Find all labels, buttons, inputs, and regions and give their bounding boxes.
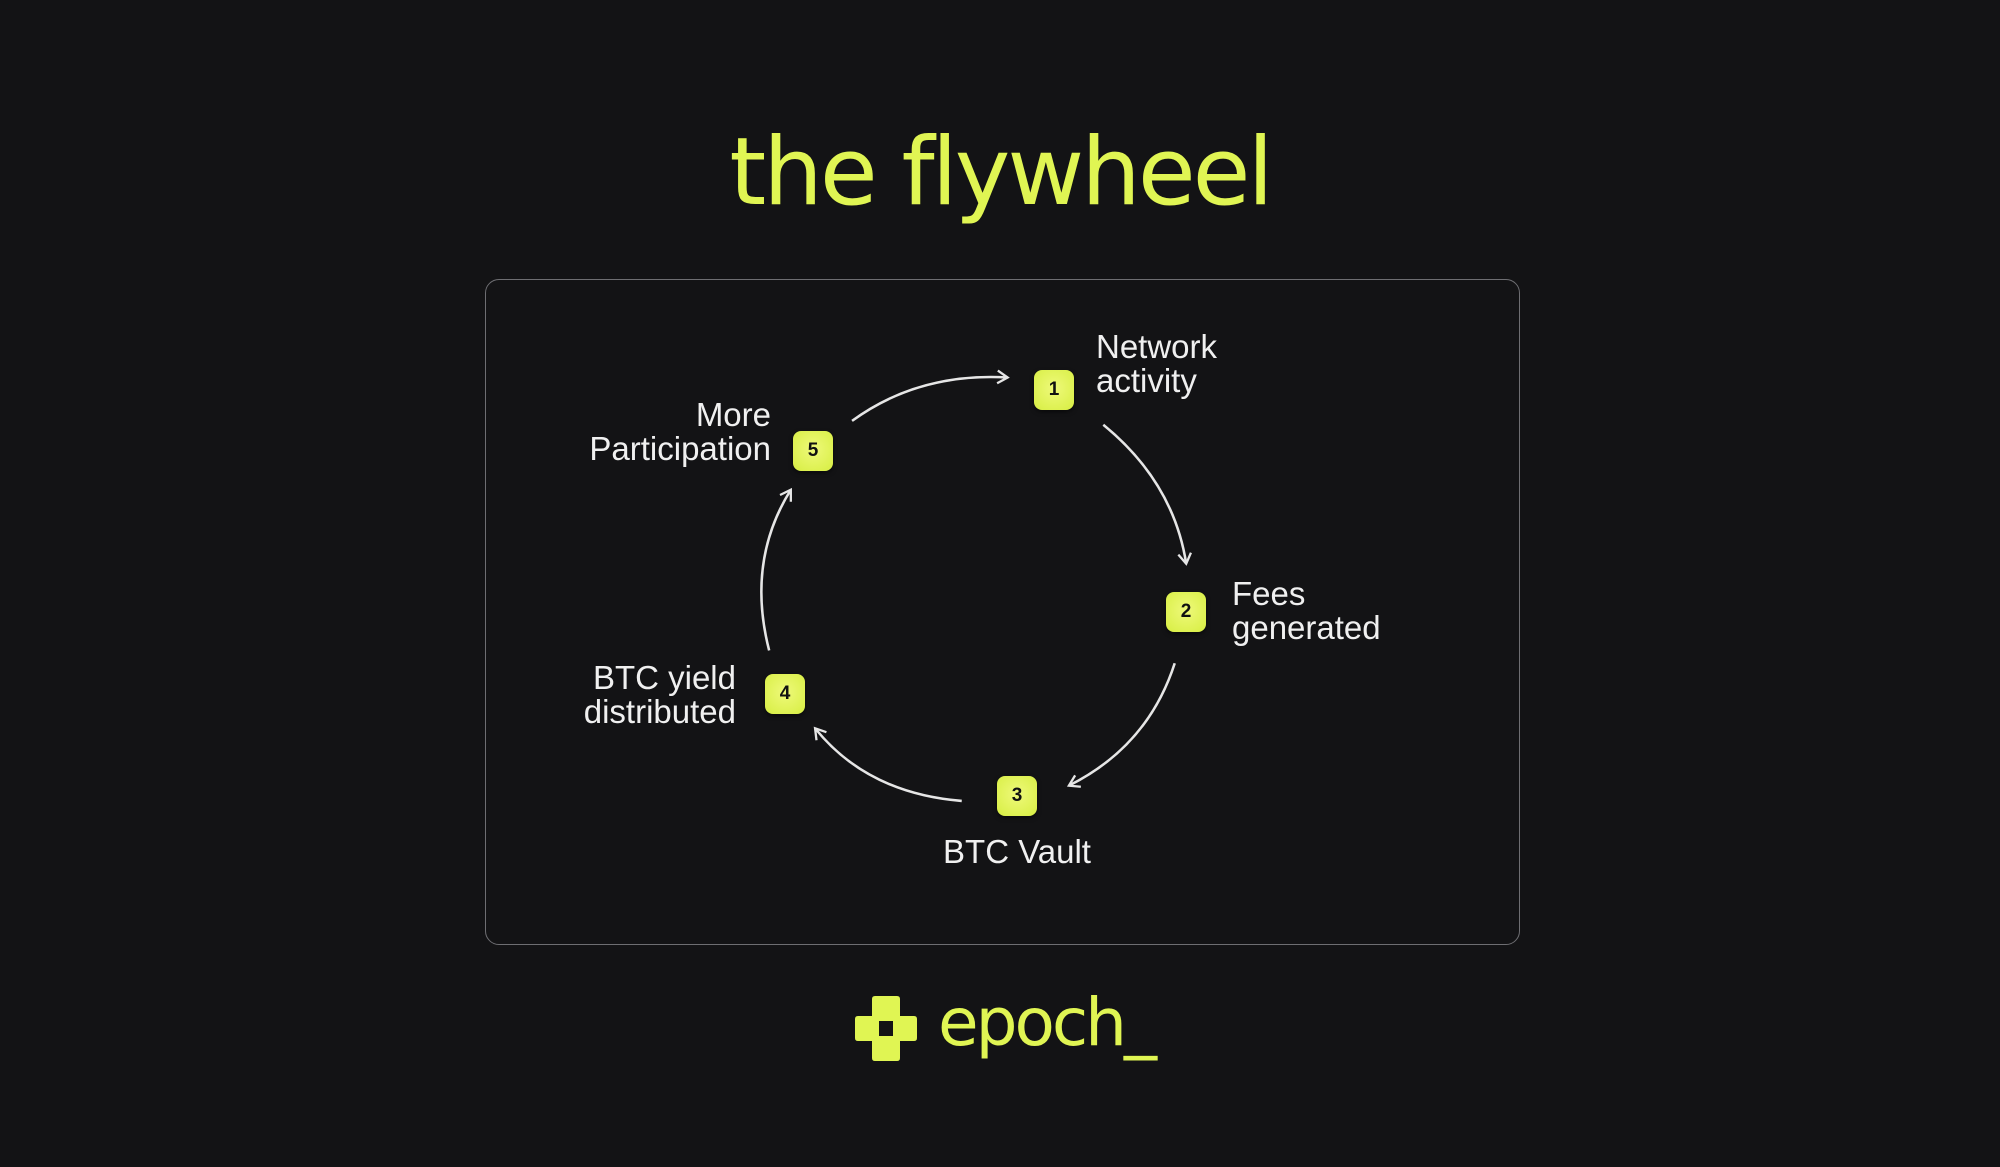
- brand-logo-text: epoch_: [938, 984, 1157, 1061]
- arrow-3-to-4: [813, 726, 962, 803]
- label-line: BTC Vault: [943, 833, 1091, 870]
- step-label-1: Network activity: [1096, 330, 1217, 398]
- label-line: activity: [1096, 362, 1197, 399]
- page-title: the flywheel: [729, 118, 1273, 227]
- step-label-3: BTC Vault: [917, 835, 1117, 869]
- label-line: distributed: [583, 693, 736, 730]
- arrow-2-to-3: [1066, 662, 1176, 788]
- label-line: BTC yield: [592, 659, 736, 696]
- label-line: Fees: [1232, 575, 1306, 612]
- label-line: Network: [1096, 328, 1218, 365]
- step-label-4: BTC yield distributed: [584, 661, 736, 729]
- flywheel-panel: [485, 279, 1520, 945]
- step-badge-3: 3: [997, 776, 1037, 816]
- plus-cross-icon: [855, 996, 917, 1061]
- label-line: Participation: [589, 430, 771, 467]
- step-badge-1: 1: [1034, 370, 1074, 410]
- arrow-5-to-1: [851, 369, 1010, 422]
- step-label-2: Fees generated: [1232, 577, 1381, 645]
- step-label-5: More Participation: [589, 398, 771, 466]
- label-line: More: [695, 396, 771, 433]
- label-line: generated: [1232, 609, 1381, 646]
- step-badge-2: 2: [1166, 592, 1206, 632]
- step-badge-5: 5: [793, 431, 833, 471]
- arrow-1-to-2: [1102, 423, 1192, 566]
- step-badge-4: 4: [765, 674, 805, 714]
- arrow-4-to-5: [760, 487, 792, 651]
